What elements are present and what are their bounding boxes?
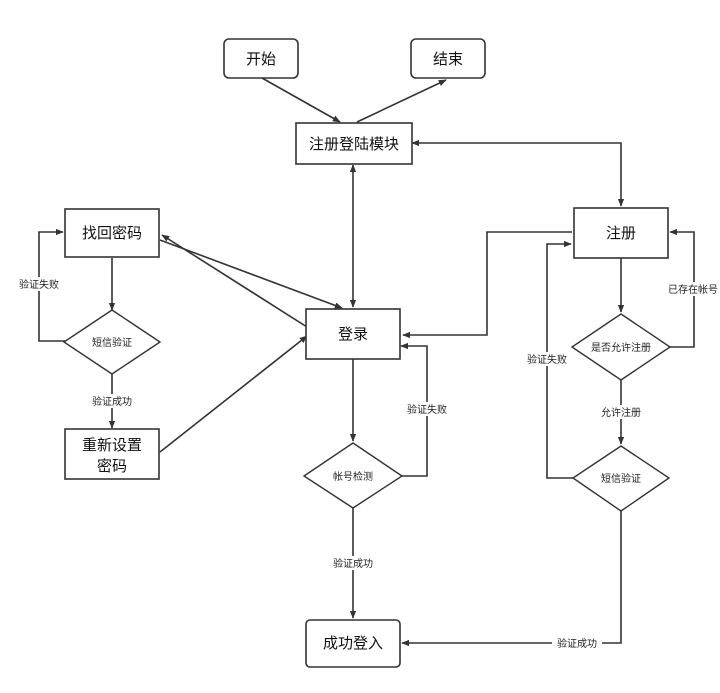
node-sms-verify-register-label: 短信验证	[601, 472, 641, 485]
edge-module-to-end	[356, 79, 447, 123]
node-account-check-label: 帐号检测	[333, 470, 373, 483]
edge-labels: 验证失败 验证成功 验证失败 验证成功 已存在帐号 允许注册 验证失败 验证成功	[14, 277, 720, 650]
node-login-success: 成功登入	[305, 619, 401, 668]
node-login: 登录	[305, 308, 401, 360]
node-reset-password-line2: 密码	[97, 457, 127, 475]
node-recover-password-label: 找回密码	[82, 224, 142, 242]
label-allow-register: 允许注册	[601, 406, 641, 419]
node-login-label: 登录	[338, 325, 368, 343]
label-account-exists: 已存在帐号	[668, 283, 718, 296]
node-sms-verify-register: 短信验证	[571, 445, 671, 512]
label-recover-success: 验证成功	[92, 395, 132, 408]
edge-reset-to-login	[159, 335, 308, 453]
node-end-label: 结束	[433, 50, 463, 68]
node-reset-password: 重新设置 密码	[64, 428, 160, 480]
label-recover-fail: 验证失败	[19, 278, 59, 291]
edge-recover-to-login	[159, 239, 343, 309]
node-start: 开始	[223, 38, 299, 79]
edge-register-to-login	[402, 231, 572, 339]
label-register-fail: 验证失败	[527, 353, 567, 366]
label-register-success: 验证成功	[557, 637, 597, 650]
node-sms-verify-recover: 短信验证	[62, 309, 162, 375]
label-login-fail: 验证失败	[407, 403, 447, 416]
label-login-success: 验证成功	[333, 557, 373, 570]
edge-sms-success-to-done	[401, 511, 622, 647]
node-account-check: 帐号检测	[302, 442, 404, 509]
node-register: 注册	[573, 207, 669, 259]
node-module: 注册登陆模块	[295, 122, 413, 165]
node-end: 结束	[410, 38, 486, 79]
node-start-label: 开始	[246, 50, 276, 68]
node-allow-register: 是否允许注册	[570, 313, 672, 381]
edge-module-register	[411, 139, 625, 207]
node-recover-password: 找回密码	[64, 208, 160, 258]
edge-start-to-module	[261, 77, 341, 123]
node-module-label: 注册登陆模块	[309, 135, 399, 153]
node-reset-password-line1: 重新设置	[82, 436, 142, 454]
node-sms-verify-recover-label: 短信验证	[92, 336, 132, 349]
node-allow-register-label: 是否允许注册	[591, 341, 651, 354]
node-register-label: 注册	[606, 224, 636, 242]
node-login-success-label: 成功登入	[323, 634, 383, 652]
